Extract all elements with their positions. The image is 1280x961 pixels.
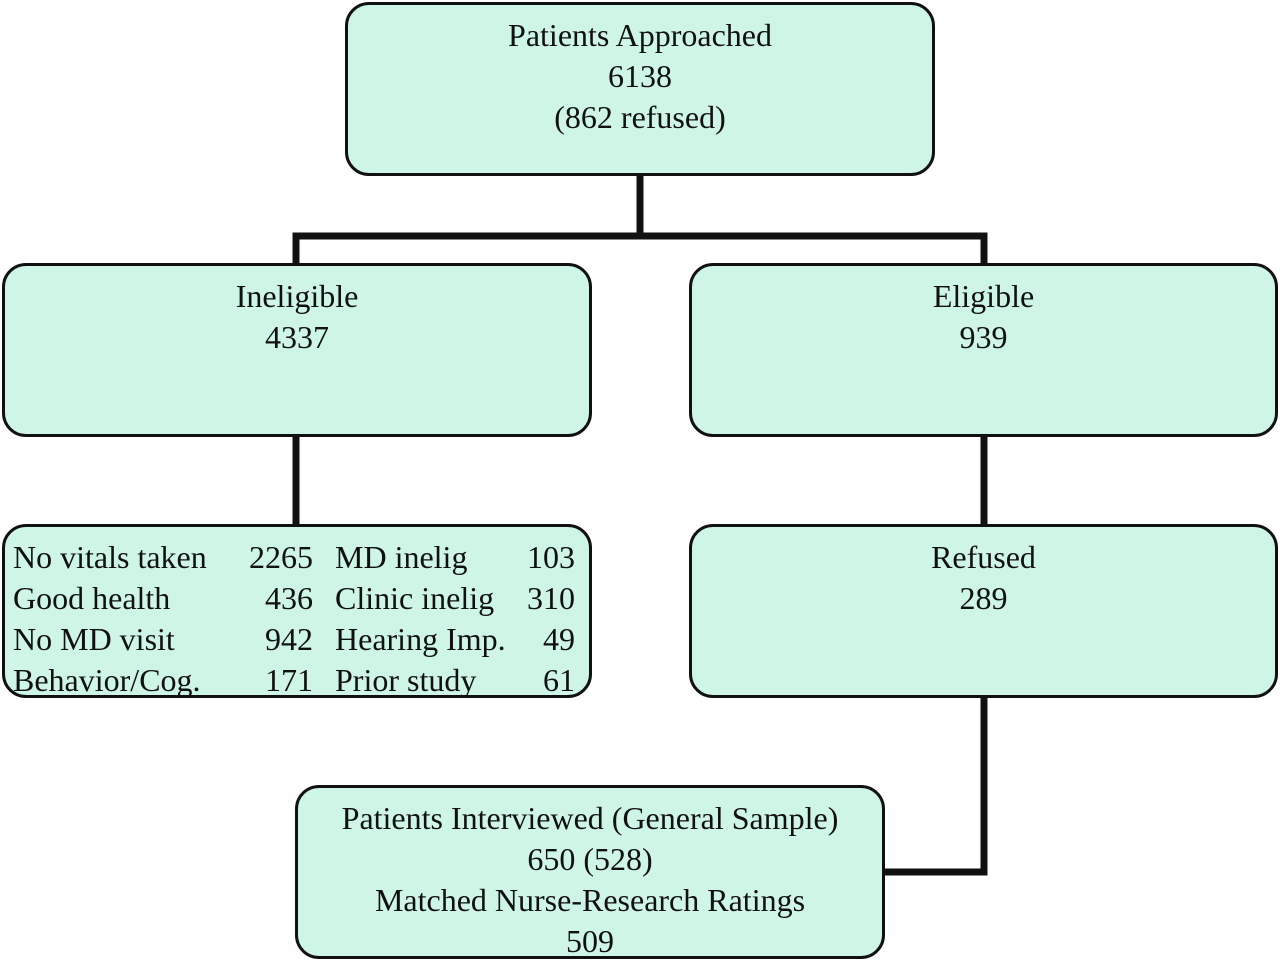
reason-value: 436 — [265, 580, 313, 616]
reason-label: No MD visit — [13, 621, 175, 657]
reason-label: MD inelig — [335, 539, 468, 575]
ineligibility-reasons-box: No vitals taken 2265 MD inelig 103 Good … — [2, 524, 592, 698]
reason-value: 61 — [543, 662, 575, 698]
refused-title: Refused — [931, 539, 1036, 575]
reason-row: No vitals taken 2265 MD inelig 103 — [5, 537, 589, 578]
matched-ratings-count: 509 — [566, 923, 614, 959]
reason-label: No vitals taken — [13, 539, 207, 575]
reason-value: 310 — [527, 580, 575, 616]
eligible-title: Eligible — [932, 278, 1035, 314]
reason-row: No MD visit 942 Hearing Imp. 49 — [5, 619, 589, 660]
refused-box: Refused 289 — [689, 524, 1278, 698]
patients-interviewed-box: Patients Interviewed (General Sample) 65… — [295, 785, 885, 959]
refused-count: 289 — [959, 580, 1008, 616]
reason-label: Good health — [13, 580, 171, 616]
reason-value: 942 — [265, 621, 313, 657]
patients-interviewed-title: Patients Interviewed (General Sample) — [341, 800, 839, 836]
reason-value: 49 — [543, 621, 575, 657]
patients-approached-box: Patients Approached 6138 (862 refused) — [345, 2, 935, 176]
patients-approached-count: 6138 — [608, 58, 672, 94]
ineligible-count: 4337 — [265, 319, 329, 355]
reason-row: Behavior/Cog. 171 Prior study 61 — [5, 660, 589, 701]
reason-label: Behavior/Cog. — [13, 662, 201, 698]
reason-label: Hearing Imp. — [335, 621, 506, 657]
eligible-box: Eligible 939 — [689, 263, 1278, 437]
ineligible-title: Ineligible — [235, 278, 359, 314]
connector-refused-to-interviewed — [881, 694, 988, 876]
reason-value: 171 — [265, 662, 313, 698]
patients-approached-title: Patients Approached — [508, 17, 772, 53]
ineligible-box: Ineligible 4337 — [2, 263, 592, 437]
patients-approached-note: (862 refused) — [554, 99, 726, 135]
reason-value: 2265 — [249, 539, 313, 575]
matched-ratings-title: Matched Nurse-Research Ratings — [374, 882, 806, 918]
reason-label: Prior study — [335, 662, 477, 698]
reason-row: Good health 436 Clinic inelig 310 — [5, 578, 589, 619]
reason-label: Clinic inelig — [335, 580, 495, 616]
reason-value: 103 — [527, 539, 575, 575]
patients-interviewed-count: 650 (528) — [527, 841, 653, 877]
eligible-count: 939 — [959, 319, 1008, 355]
